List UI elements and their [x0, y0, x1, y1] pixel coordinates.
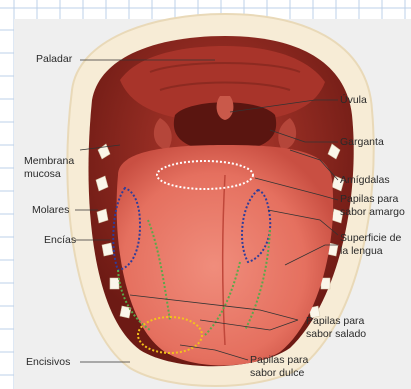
label-encisivos: Encisivos: [26, 356, 70, 369]
label-papilas-amargo: Papilas para sabor amargo: [340, 193, 411, 218]
label-papilas-salado: Papilas para sabor salado: [306, 315, 366, 340]
label-molares: Molares: [32, 204, 69, 217]
label-membrana-mucosa: Membrana mucosa: [24, 155, 74, 180]
label-paladar: Paladar: [36, 53, 72, 66]
label-encias: Encías: [44, 234, 76, 247]
label-amigdalas: Amígdalas: [340, 174, 390, 187]
label-uvula: Úvula: [340, 94, 367, 107]
label-papilas-dulce: Papilas para sabor dulce: [250, 354, 308, 379]
label-superficie-lengua: Superficie de la lengua: [340, 232, 411, 257]
label-garganta: Garganta: [340, 136, 384, 149]
